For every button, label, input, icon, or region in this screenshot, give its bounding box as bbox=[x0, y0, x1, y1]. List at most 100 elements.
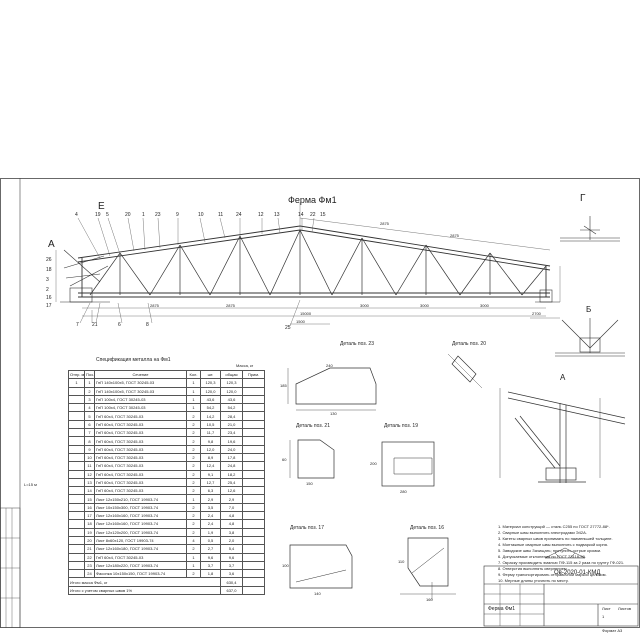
spec-cell bbox=[68, 486, 85, 496]
spec-cell: 0,5 bbox=[200, 535, 221, 546]
spec-cell: 2,9 bbox=[220, 494, 243, 504]
spec-cell bbox=[68, 477, 85, 488]
spec-cell: 1,8 bbox=[200, 569, 221, 579]
member-label: 10 bbox=[198, 212, 204, 218]
spec-cell: 14 bbox=[84, 486, 95, 496]
spec-cell bbox=[68, 494, 85, 504]
member-label: 14 bbox=[298, 212, 304, 218]
member-label: 26 bbox=[46, 257, 52, 263]
member-label: 22 bbox=[310, 212, 316, 218]
spec-cell-note bbox=[242, 569, 265, 579]
spec-header: Отпр. марка bbox=[68, 369, 85, 380]
spec-cell: 1 bbox=[186, 494, 201, 504]
spec-cell: 43,6 bbox=[200, 394, 221, 405]
detail-label-19: Деталь поз. 19 bbox=[384, 423, 418, 429]
spec-cell: 2 bbox=[186, 461, 201, 471]
spec-cell: ГнП 60х4, ГОСТ 30245-03 bbox=[94, 444, 187, 454]
member-label: 21 bbox=[92, 322, 98, 328]
note-line: 9. Ферму транспортировать отправочной ма… bbox=[498, 572, 607, 577]
member-label: 23 bbox=[155, 212, 161, 218]
spec-cell bbox=[68, 569, 85, 579]
spec-total-label: Итого с учетом сварных швов 1% bbox=[68, 585, 221, 596]
spec-cell bbox=[68, 552, 85, 562]
dim-text: 3000 bbox=[420, 303, 429, 308]
spec-cell bbox=[68, 394, 85, 405]
spec-cell: 2 bbox=[84, 386, 95, 396]
note-line: 7. Окраску производить эмалью ПФ-115 за … bbox=[498, 560, 625, 565]
spec-cell: ГнП 60х4, ГОСТ 30245-03 bbox=[94, 477, 187, 488]
note-line: 3. Катеты сварных швов принимать по наим… bbox=[498, 536, 613, 541]
spec-cell: Лист 12х160х160, ГОСТ 19903-74 bbox=[94, 511, 187, 521]
spec-cell-note bbox=[242, 411, 265, 421]
spec-cell: ГнП 60х4, ГОСТ 30245-03 bbox=[94, 469, 187, 479]
spec-cell: Лист 12х160х180, ГОСТ 19903-74 bbox=[94, 544, 187, 554]
spec-cell: 18,2 bbox=[220, 469, 243, 479]
spec-cell: 43,6 bbox=[220, 394, 243, 405]
spec-cell: 9 bbox=[84, 444, 95, 454]
member-label: 12 bbox=[258, 212, 264, 218]
spec-cell: 1 bbox=[186, 378, 201, 388]
spec-cell bbox=[68, 560, 85, 571]
member-label: 20 bbox=[125, 212, 131, 218]
spec-cell-note bbox=[242, 469, 265, 479]
spec-cell: 1 bbox=[186, 552, 201, 562]
spec-cell: 1 bbox=[84, 378, 95, 388]
spec-cell-note bbox=[242, 502, 265, 513]
spec-cell: 2,4 bbox=[200, 519, 221, 529]
dim-text: 3000 bbox=[480, 303, 489, 308]
spec-cell: 3,7 bbox=[200, 560, 221, 571]
spec-cell: Фасонка 10х150х150, ГОСТ 19903-74 bbox=[94, 569, 187, 579]
member-label: 5 bbox=[106, 212, 109, 218]
spec-cell bbox=[68, 519, 85, 529]
spec-cell: 7 bbox=[84, 428, 95, 438]
member-label: 25 bbox=[285, 325, 291, 331]
spec-cell: 3,8 bbox=[220, 527, 243, 537]
dim-text: 2700 bbox=[532, 311, 541, 316]
spec-cell-note bbox=[242, 477, 265, 488]
spec-cell bbox=[68, 535, 85, 546]
stamp-format: Формат А3 bbox=[602, 628, 623, 633]
title-block: Ов-2020-01-КМД Ферма Фм1 Лист 1 Листов Ф… bbox=[484, 566, 638, 633]
spec-cell-note bbox=[242, 444, 265, 454]
spec-cell: 1 bbox=[68, 378, 85, 388]
stamp-sheet-name: Ферма Фм1 bbox=[488, 606, 515, 612]
spec-cell: 4 bbox=[186, 535, 201, 546]
detail-label-16: Деталь поз. 16 bbox=[410, 525, 444, 531]
dim-text: 2875 bbox=[226, 303, 235, 308]
spec-cell-note bbox=[242, 378, 265, 388]
member-label: 19 bbox=[95, 212, 101, 218]
note-line: 5. Заводские швы Зачищать; притупить ост… bbox=[498, 548, 602, 553]
spec-cell: ГнП 60х4, ГОСТ 30245-03 bbox=[94, 461, 187, 471]
spec-cell: 6 bbox=[84, 419, 95, 430]
spec-cell: 2 bbox=[186, 511, 201, 521]
spec-cell: 24,8 bbox=[220, 461, 243, 471]
spec-cell bbox=[68, 411, 85, 421]
spec-total-value: 637,0 bbox=[220, 585, 243, 596]
spec-cell: 23,4 bbox=[220, 428, 243, 438]
general-notes: 1. Материал конструкций — сталь С255 по … bbox=[498, 524, 638, 584]
spec-cell: 2 bbox=[186, 527, 201, 537]
spec-cell: 12 bbox=[84, 469, 95, 479]
spec-cell bbox=[68, 452, 85, 463]
dim-text: 240 bbox=[326, 363, 333, 368]
spec-cell: ГнП 60х4, ГОСТ 30245-03 bbox=[94, 419, 187, 430]
spec-cell-note bbox=[242, 386, 265, 396]
dim-text: 160 bbox=[426, 597, 433, 602]
spec-cell: 12,7 bbox=[200, 477, 221, 488]
spec-cell: 3,5 bbox=[200, 502, 221, 513]
span-label: L=15 м bbox=[24, 482, 37, 487]
note-line: 8. Отверстия выполнять сверлением. bbox=[498, 566, 568, 571]
spec-cell: Лист 10х150х300, ГОСТ 19903-74 bbox=[94, 502, 187, 513]
drawing-linework bbox=[0, 178, 640, 628]
spec-cell: 11 bbox=[84, 461, 95, 471]
spec-cell-note bbox=[242, 519, 265, 529]
spec-cell: ГнП 60х4, ГОСТ 30245-03 bbox=[94, 452, 187, 463]
spec-cell: 4,8 bbox=[220, 519, 243, 529]
